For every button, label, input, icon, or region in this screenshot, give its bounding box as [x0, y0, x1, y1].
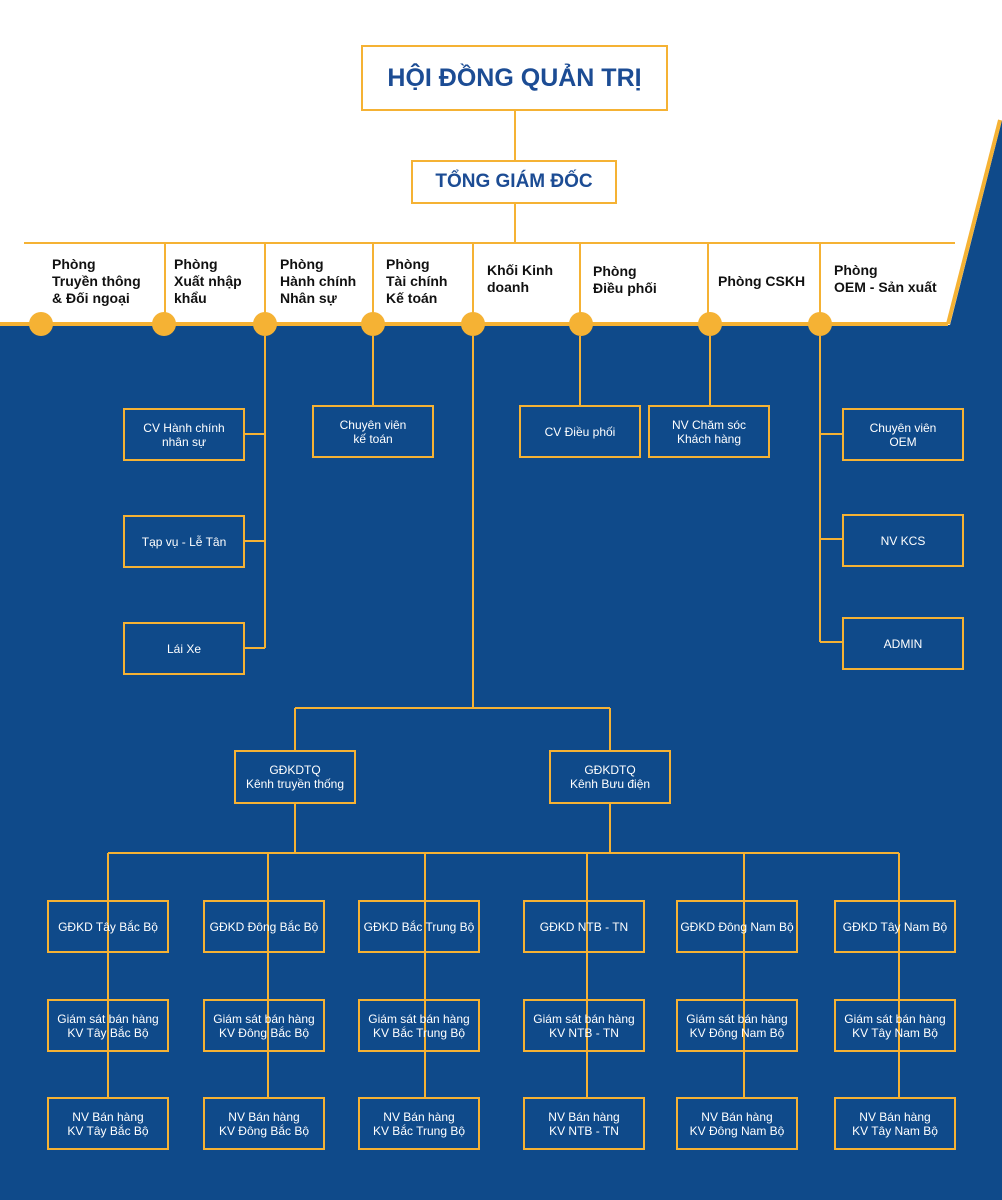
sales-supervisor-box: Giám sát bán hàng KV Tây Nam Bộ	[834, 999, 956, 1052]
sales-staff-box: NV Bán hàng KV NTB - TN	[523, 1097, 645, 1150]
region-manager-box: GĐKD NTB - TN	[523, 900, 645, 953]
sales-staff-box: NV Bán hàng KV Đông Nam Bộ	[676, 1097, 798, 1150]
connector-dot	[361, 312, 385, 336]
dept-import-export: Phòng Xuất nhập khẩu	[174, 256, 242, 306]
oem-specialist-box: Chuyên viên OEM	[842, 408, 964, 461]
sales-supervisor-box: Giám sát bán hàng KV Đông Nam Bộ	[676, 999, 798, 1052]
sales-supervisor-box: Giám sát bán hàng KV Bắc Trung Bộ	[358, 999, 480, 1052]
board-of-directors-box: HỘI ĐỒNG QUẢN TRỊ	[361, 45, 668, 111]
region-manager-box: GĐKD Tây Nam Bộ	[834, 900, 956, 953]
connector-dot	[569, 312, 593, 336]
dept-finance: Phòng Tài chính Kế toán	[386, 256, 448, 306]
region-manager-box: GĐKD Đông Nam Bộ	[676, 900, 798, 953]
dept-customer-care: Phòng CSKH	[718, 273, 806, 289]
dept-communications: Phòng Truyền thông & Đối ngoại	[52, 256, 141, 306]
sales-staff-box: NV Bán hàng KV Bắc Trung Bộ	[358, 1097, 480, 1150]
connector-dot	[698, 312, 722, 336]
customer-care-staff-box: NV Chăm sóc Khách hàng	[648, 405, 770, 458]
accountant-box: Chuyên viên kế toán	[312, 405, 434, 458]
channel-post-office-box: GĐKDTQ Kênh Bưu điện	[549, 750, 671, 804]
connector-dot	[253, 312, 277, 336]
region-manager-box: GĐKD Đông Bắc Bộ	[203, 900, 325, 953]
sales-staff-box: NV Bán hàng KV Đông Bắc Bộ	[203, 1097, 325, 1150]
dept-hr-admin: Phòng Hành chính Nhân sự	[280, 256, 357, 306]
ceo-box: TỔNG GIÁM ĐỐC	[411, 160, 617, 204]
dept-oem-production: Phòng OEM - Sản xuất	[834, 262, 937, 295]
dept-sales-block: Khối Kinh doanh	[487, 262, 554, 295]
coordinator-box: CV Điều phối	[519, 405, 641, 458]
channel-traditional-box: GĐKDTQ Kênh truyền thống	[234, 750, 356, 804]
connector-dot	[29, 312, 53, 336]
sales-supervisor-box: Giám sát bán hàng KV Đông Bắc Bộ	[203, 999, 325, 1052]
driver-box: Lái Xe	[123, 622, 245, 675]
janitor-receptionist-box: Tạp vụ - Lễ Tân	[123, 515, 245, 568]
connector-dot	[152, 312, 176, 336]
sales-staff-box: NV Bán hàng KV Tây Nam Bộ	[834, 1097, 956, 1150]
connector-dot	[461, 312, 485, 336]
sales-supervisor-box: Giám sát bán hàng KV Tây Bắc Bộ	[47, 999, 169, 1052]
connector-dot	[808, 312, 832, 336]
hr-specialist-box: CV Hành chính nhân sự	[123, 408, 245, 461]
sales-supervisor-box: Giám sát bán hàng KV NTB - TN	[523, 999, 645, 1052]
admin-box: ADMIN	[842, 617, 964, 670]
dept-coordination: Phòng Điều phối	[593, 263, 657, 296]
region-manager-box: GĐKD Bắc Trung Bộ	[358, 900, 480, 953]
sales-staff-box: NV Bán hàng KV Tây Bắc Bộ	[47, 1097, 169, 1150]
region-manager-box: GĐKD Tây Bắc Bộ	[47, 900, 169, 953]
qc-staff-box: NV KCS	[842, 514, 964, 567]
